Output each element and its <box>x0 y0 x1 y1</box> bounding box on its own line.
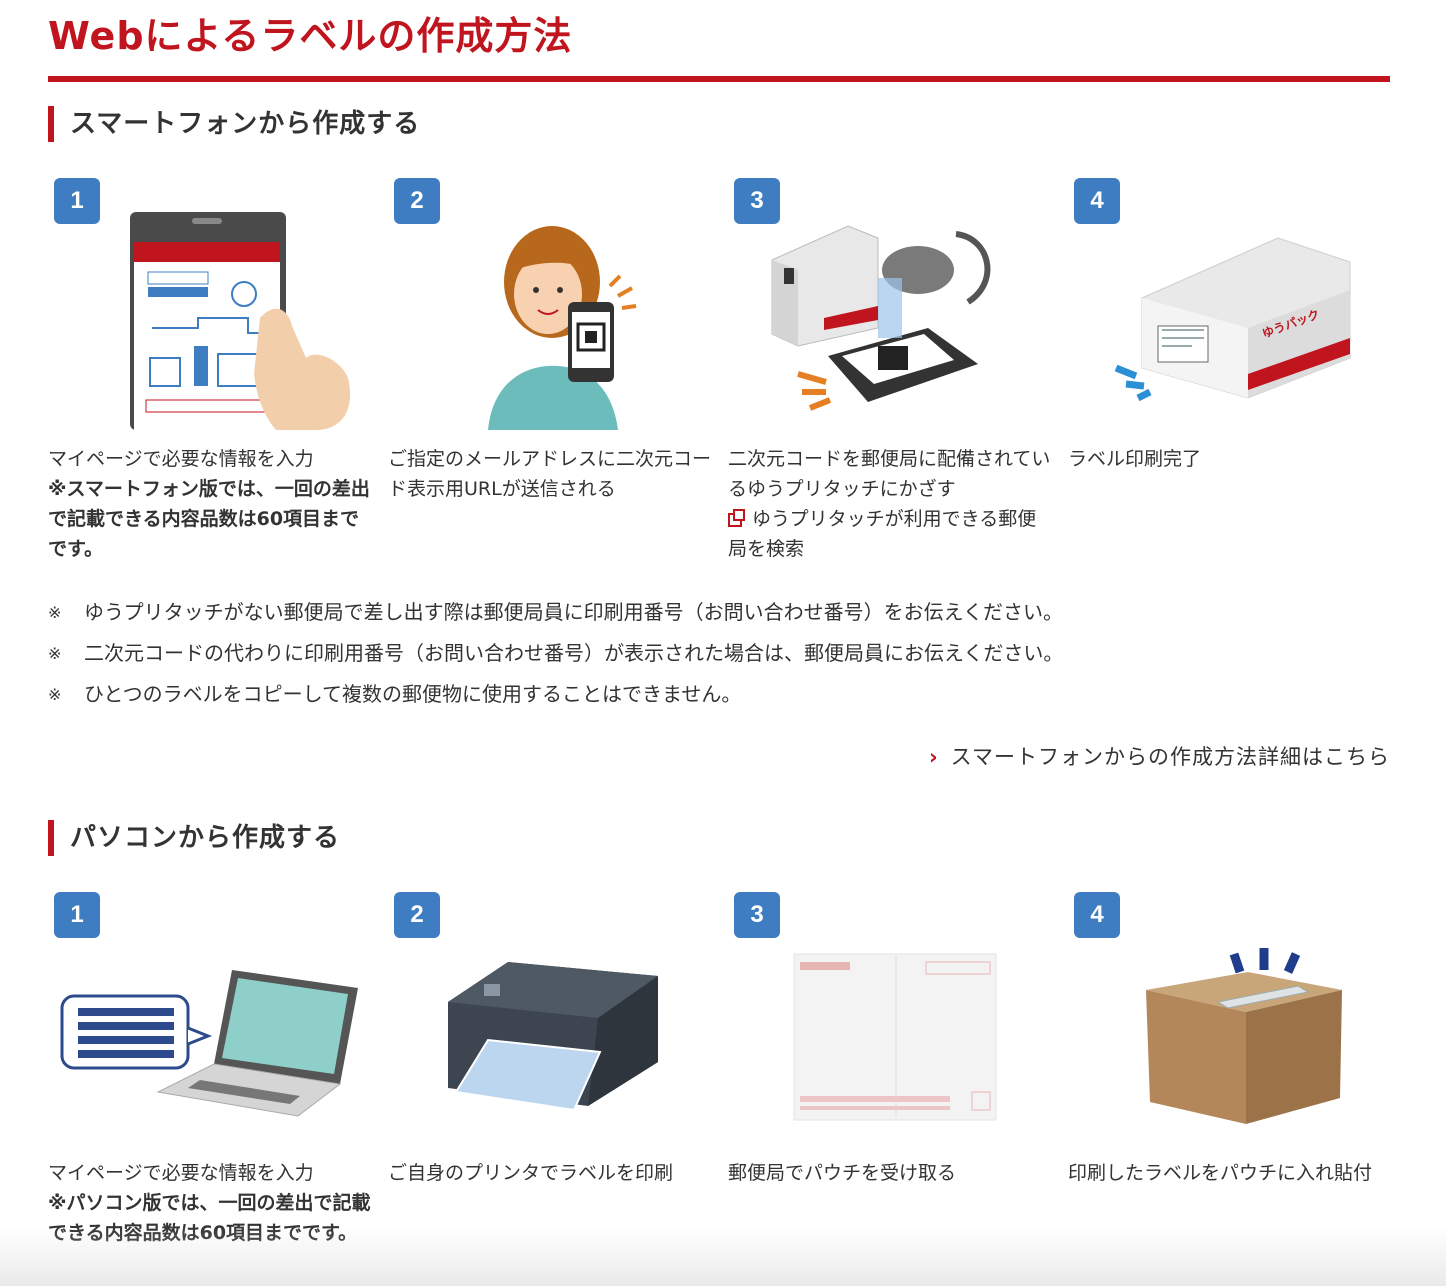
note-mark: ※ <box>48 603 62 622</box>
step-description: ラベル印刷完了 <box>1068 444 1393 474</box>
step-note: ※スマートフォン版では、一回の差出で記載できる内容品数は60項目までです。 <box>48 478 370 560</box>
list-item: ※ ひとつのラベルをコピーして複数の郵便物に使用することはできません。 <box>48 674 1390 715</box>
note-text: ひとつのラベルをコピーして複数の郵便物に使用することはできません。 <box>84 682 742 706</box>
step-description: 印刷したラベルをパウチに入れ貼付 <box>1068 1158 1393 1188</box>
pc-section-heading: パソコンから作成する <box>48 820 340 856</box>
pouch-illustration <box>793 953 997 1121</box>
bottom-fade <box>0 1226 1446 1286</box>
step-badge: 3 <box>734 892 780 938</box>
step-badge: 4 <box>1074 178 1120 224</box>
step-text: ラベル印刷完了 <box>1068 448 1202 470</box>
step-description: ご指定のメールアドレスに二次元コード表示用URLが送信される <box>388 444 713 504</box>
step-description: 二次元コードを郵便局に配備されているゆうプリタッチにかざす ゆうプリタッチが利用… <box>728 444 1053 564</box>
step-text: 印刷したラベルをパウチに入れ貼付 <box>1068 1162 1373 1184</box>
step-description: マイページで必要な情報を入力 ※スマートフォン版では、一回の差出で記載できる内容… <box>48 444 373 564</box>
step-text: マイページで必要な情報を入力 <box>48 448 314 470</box>
step-text: マイページで必要な情報を入力 <box>48 1162 314 1184</box>
step-badge: 2 <box>394 892 440 938</box>
laptop-illustration <box>60 970 358 1117</box>
box-illustration <box>1146 948 1342 1124</box>
chevron-right-icon: › <box>928 745 939 769</box>
step-badge: 4 <box>1074 892 1120 938</box>
note-mark: ※ <box>48 644 62 663</box>
label-printer-illustration: ゆうパック <box>1114 237 1351 402</box>
smartphone-details-link-label: スマートフォンからの作成方法詳細はこちら <box>950 745 1390 769</box>
printer-illustration <box>448 962 658 1112</box>
step-text: ご自身のプリンタでラベルを印刷 <box>388 1162 674 1184</box>
step-badge: 2 <box>394 178 440 224</box>
step-badge: 1 <box>54 892 100 938</box>
post-office-search-link[interactable]: ゆうプリタッチが利用できる郵便局を検索 <box>728 504 1053 564</box>
note-text: ゆうプリタッチがない郵便局で差し出す際は郵便局員に印刷用番号（お問い合わせ番号）… <box>84 600 1063 624</box>
note-mark: ※ <box>48 685 62 704</box>
external-link-icon <box>728 509 745 527</box>
list-item: ※ 二次元コードの代わりに印刷用番号（お問い合わせ番号）が表示された場合は、郵便局… <box>48 633 1390 674</box>
list-item: ※ ゆうプリタッチがない郵便局で差し出す際は郵便局員に印刷用番号（お問い合わせ番号… <box>48 592 1390 633</box>
step-description: ご自身のプリンタでラベルを印刷 <box>388 1158 713 1188</box>
smartphone-section-heading: スマートフォンから作成する <box>48 106 420 142</box>
step-description: 郵便局でパウチを受け取る <box>728 1158 1053 1188</box>
smartphone-tap-illustration <box>130 212 351 430</box>
step-badge: 3 <box>734 178 780 224</box>
step-text: 二次元コードを郵便局に配備されているゆうプリタッチにかざす <box>728 448 1051 500</box>
smartphone-details-link[interactable]: › スマートフォンからの作成方法詳細はこちら <box>929 740 1390 774</box>
post-office-search-link-label: ゆうプリタッチが利用できる郵便局を検索 <box>728 508 1037 560</box>
note-text: 二次元コードの代わりに印刷用番号（お問い合わせ番号）が表示された場合は、郵便局員… <box>84 641 1064 665</box>
step-text: ご指定のメールアドレスに二次元コード表示用URLが送信される <box>388 448 712 500</box>
step-text: 郵便局でパウチを受け取る <box>728 1162 957 1184</box>
page-title: Webによるラベルの作成方法 <box>48 14 573 58</box>
scanner-qr-illustration <box>771 225 991 411</box>
woman-with-phone-illustration <box>488 226 637 430</box>
notes-list: ※ ゆうプリタッチがない郵便局で差し出す際は郵便局員に印刷用番号（お問い合わせ番号… <box>48 592 1390 715</box>
title-divider <box>48 76 1390 82</box>
step-badge: 1 <box>54 178 100 224</box>
